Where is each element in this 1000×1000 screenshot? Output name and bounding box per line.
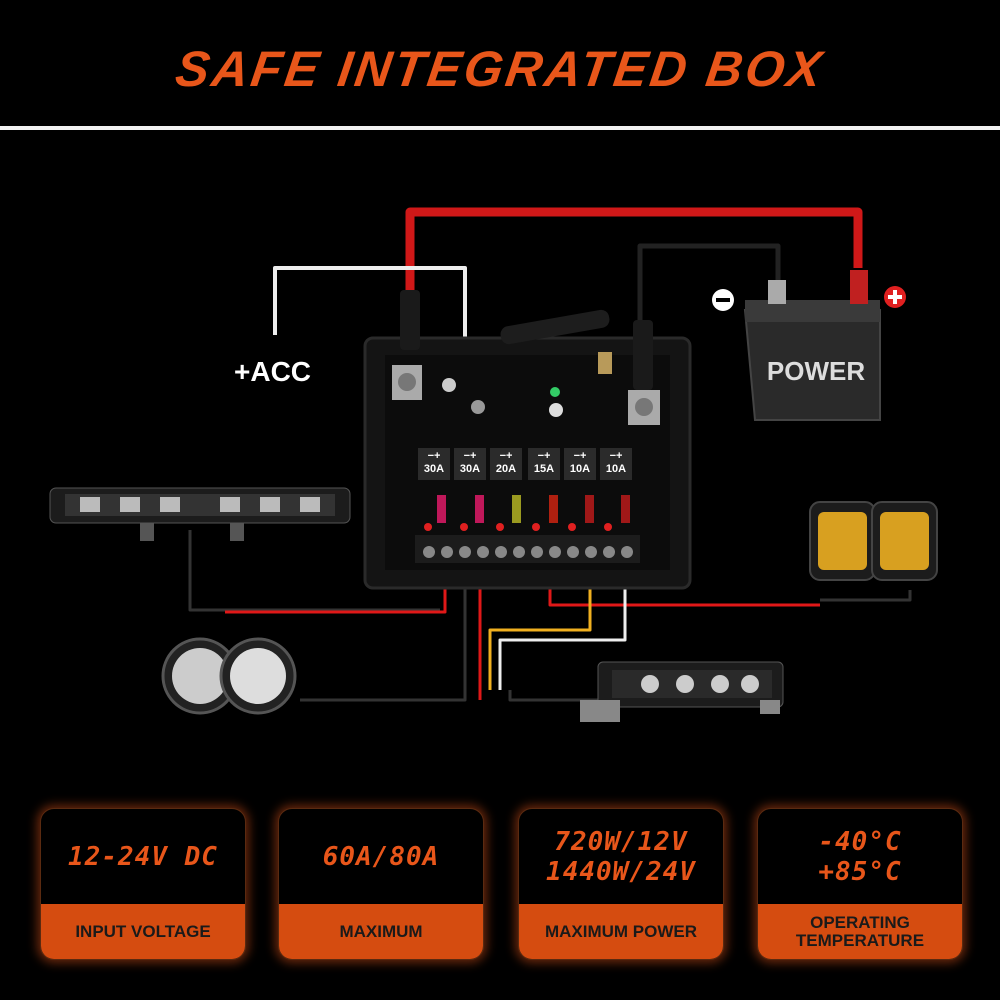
integrated-box [363, 290, 692, 590]
antenna [500, 309, 610, 345]
fuse-polarity: −+ [537, 450, 551, 462]
fuse-label-4: −+15A [528, 448, 560, 480]
round-light-wire-black [300, 560, 467, 702]
spec-label: OPERATING [810, 912, 910, 932]
small-light-bar [580, 661, 784, 722]
fuse-label-3: −+20A [490, 448, 522, 480]
battery-label: POWER [767, 356, 865, 386]
yellow-pod-lights [809, 501, 938, 581]
main-positive-wire [405, 207, 863, 310]
spec-value: +85°C [818, 856, 902, 887]
ground-wire [637, 243, 781, 325]
spec-label: MAXIMUM [339, 921, 423, 941]
spec-value: -40°C [818, 826, 902, 857]
fuse-polarity: −+ [499, 450, 513, 462]
small-bar-wire-white [498, 560, 627, 690]
round-lights [161, 637, 297, 715]
small-bar-wire-yellow [488, 560, 592, 690]
fuse-polarity: −+ [427, 450, 441, 462]
spec-card-input-voltage: 12-24V DC INPUT VOLTAGE [40, 808, 246, 960]
fuse-label-6: −+10A [600, 448, 632, 480]
spec-value: 12-24V DC [68, 841, 218, 872]
lightbar-wire-black [188, 530, 440, 612]
fuse-polarity: −+ [573, 450, 587, 462]
fuse-rating: 10A [569, 463, 591, 475]
fuse-rating: 30A [423, 463, 445, 475]
acc-label: +ACC [234, 356, 312, 387]
fuse-rating: 10A [605, 463, 627, 475]
fuse-polarity: −+ [463, 450, 477, 462]
long-light-bar [49, 487, 351, 541]
spec-label: MAXIMUM POWER [544, 921, 698, 941]
fuse-rating: 30A [459, 463, 481, 475]
spec-value: 720W/12V [554, 826, 688, 857]
spec-value: 60A/80A [322, 841, 440, 872]
fuse-label-2: −+30A [454, 448, 486, 480]
fuse-polarity: −+ [609, 450, 623, 462]
divider [0, 126, 1000, 130]
fuses [424, 495, 630, 531]
spec-value: 1440W/24V [546, 856, 696, 887]
spec-label: TEMPERATURE [795, 930, 925, 950]
terminal-strip [415, 535, 640, 563]
fuse-label-1: −+30A [418, 448, 450, 480]
battery: POWER [712, 270, 906, 421]
spec-card-maximum: 60A/80A MAXIMUM [278, 808, 484, 960]
fuse-label-5: −+10A [564, 448, 596, 480]
small-bar-wire-black [508, 690, 600, 702]
fuse-rating: 20A [495, 463, 517, 475]
pod-wire-black [820, 590, 912, 602]
spec-label: INPUT VOLTAGE [75, 921, 211, 941]
fuse-rating: 15A [533, 463, 555, 475]
